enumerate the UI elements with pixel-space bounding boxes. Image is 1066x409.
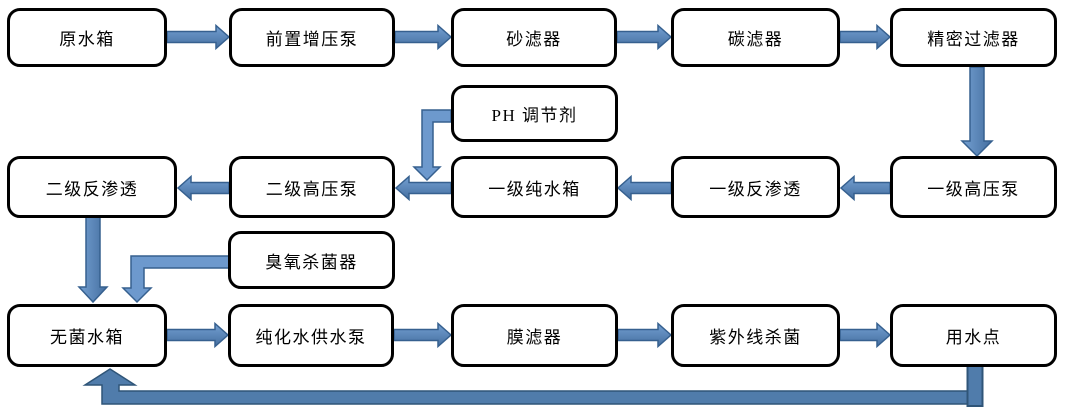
arrow-ph-elbow-icon [412,109,452,182]
node-label: 用水点 [945,328,1002,347]
node-stage1-reverse-osmosis: 一级反渗透 [671,156,840,218]
node-uv-sterilizer: 紫外线杀菌 [671,304,840,367]
node-carbon-filter: 碳滤器 [671,8,840,67]
arrow-booster-to-sand-icon [394,23,453,51]
node-stage2-reverse-osmosis: 二级反渗透 [7,156,177,218]
node-label: 一级纯水箱 [488,179,581,199]
arrow-pump2-to-ro2-icon [176,174,230,202]
node-label: 二级高压泵 [265,179,359,199]
node-label: 纯化水供水泵 [255,328,367,347]
node-label: 砂滤器 [506,30,562,49]
node-ozone-sterilizer: 臭氧杀菌器 [228,231,395,289]
arrow-return-line-icon [82,368,982,405]
node-stage1-high-pressure-pump: 一级高压泵 [890,156,1057,218]
node-sand-filter: 砂滤器 [451,8,617,67]
node-label: 原水箱 [59,30,115,49]
node-label: 膜滤器 [506,328,563,347]
arrow-return-riser-icon [966,363,984,407]
arrow-ozone-elbow-icon [121,255,230,304]
node-stage2-high-pressure-pump: 二级高压泵 [229,156,395,218]
node-pre-booster-pump: 前置增压泵 [229,8,395,67]
node-label: PH 调节剂 [491,106,578,125]
arrow-carbon-to-precision-icon [839,23,892,51]
arrow-precision-to-pump1-icon [960,66,994,158]
node-water-use-point: 用水点 [890,304,1057,367]
arrow-sand-to-carbon-icon [616,23,673,51]
node-membrane-filter: 膜滤器 [451,304,618,367]
node-label: 一级高压泵 [927,179,1020,199]
node-purified-water-supply-pump: 纯化水供水泵 [228,304,394,367]
arrow-raw-to-booster-icon [166,23,231,51]
arrow-ro2-to-sterile-tank-icon [77,216,109,304]
node-raw-water-tank: 原水箱 [7,8,167,67]
node-precision-filter: 精密过滤器 [890,8,1057,67]
node-label: 碳滤器 [727,30,784,49]
node-label: 一级反渗透 [709,179,802,199]
arrow-tank1-to-pump2-icon [394,174,452,202]
arrow-tank-to-supply-pump-icon [166,321,230,349]
arrow-uv-to-use-point-icon [839,321,892,349]
node-label: 紫外线杀菌 [709,328,802,347]
node-sterile-water-tank: 无菌水箱 [7,304,167,367]
node-label: 二级反渗透 [45,179,139,199]
arrow-ro1-to-tank1-icon [616,174,672,202]
node-label: 精密过滤器 [927,30,1020,49]
arrow-membrane-to-uv-icon [617,321,673,349]
node-ph-adjuster: PH 调节剂 [451,85,618,142]
arrow-pump1-to-ro1-icon [839,174,891,202]
node-stage1-pure-water-tank: 一级纯水箱 [451,156,618,218]
node-label: 臭氧杀菌器 [265,252,358,272]
node-label: 前置增压泵 [265,30,359,49]
arrow-supply-to-membrane-icon [393,321,453,349]
node-label: 无菌水箱 [50,328,124,347]
